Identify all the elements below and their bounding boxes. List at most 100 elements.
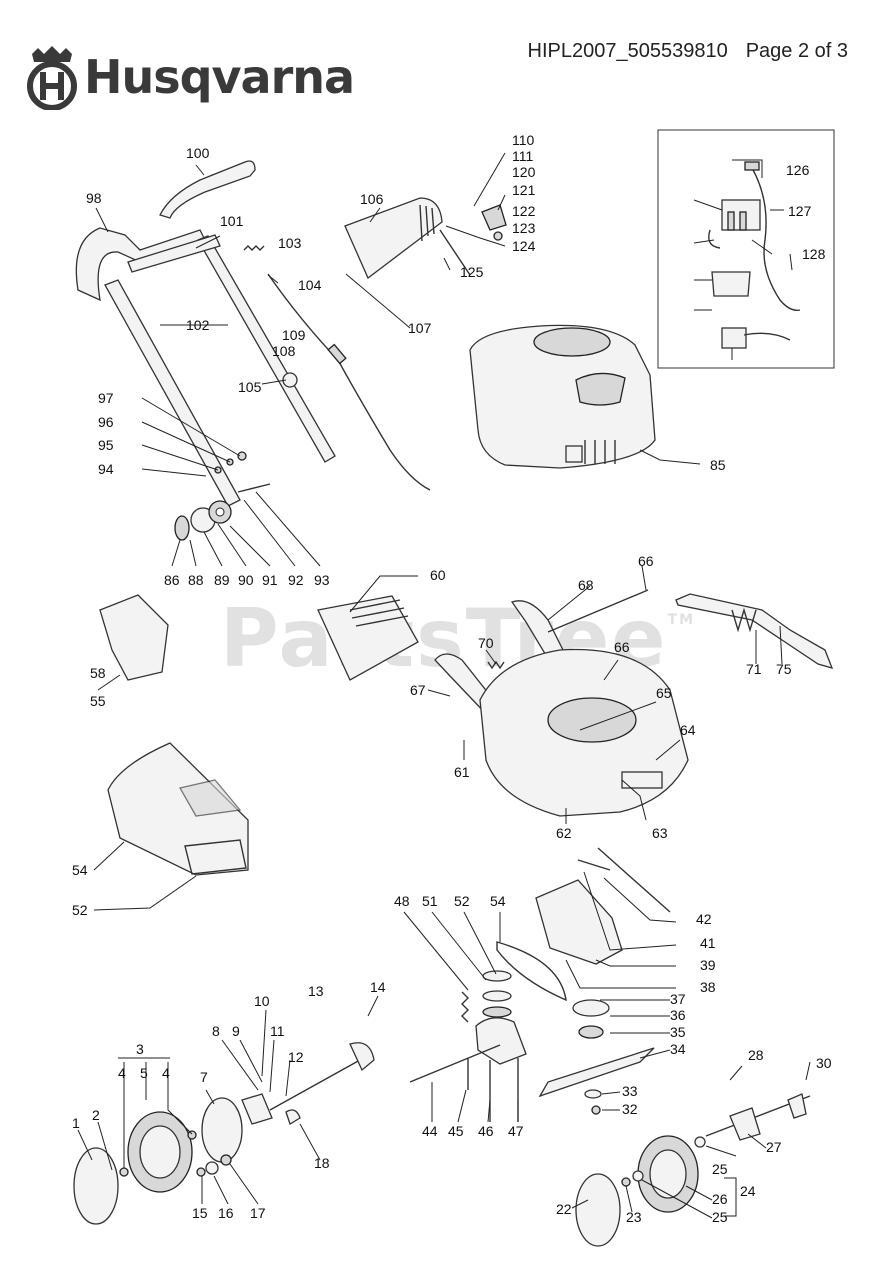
callout-30: 32 xyxy=(622,1101,638,1117)
upper-handle-bar[interactable] xyxy=(159,160,256,219)
brand-name: Husqvarna xyxy=(84,50,355,104)
callout-2: 2 xyxy=(92,1107,100,1123)
callout-106: 120 xyxy=(512,164,536,180)
callout-24-bottom: 25 xyxy=(712,1209,728,1225)
callout-83: 90 xyxy=(238,572,254,588)
clip-125[interactable] xyxy=(708,229,721,249)
mulch-plug-55[interactable] xyxy=(99,594,169,681)
mower-blade-32[interactable] xyxy=(538,1047,655,1098)
mower-deck-63[interactable] xyxy=(479,648,689,817)
husqvarna-logo: Husqvarna xyxy=(26,42,355,112)
callout-34: 36 xyxy=(670,1007,686,1023)
callout-54: 55 xyxy=(90,693,106,709)
wire-harness-121[interactable] xyxy=(744,161,801,311)
drive-gear-7[interactable] xyxy=(201,1097,243,1163)
callout-66-side: 67 xyxy=(410,682,426,698)
callout-32: 34 xyxy=(670,1041,686,1057)
bag-frame-51[interactable] xyxy=(184,839,247,875)
callout-36: 38 xyxy=(700,979,716,995)
handle-tube-right[interactable] xyxy=(197,235,336,463)
callout-46: 51 xyxy=(422,893,438,909)
callout-65: 66 xyxy=(614,639,630,655)
belt-cover-38-39[interactable] xyxy=(577,847,671,913)
callout-16: 16 xyxy=(218,1205,234,1221)
drive-belt-48[interactable] xyxy=(496,941,567,1002)
callout-101: 107 xyxy=(408,320,432,336)
rear-wheel-tire[interactable] xyxy=(637,1135,699,1213)
battery-box-124[interactable] xyxy=(721,199,761,231)
callout-48: 54 xyxy=(490,893,506,909)
callout-51: 52 xyxy=(72,902,88,918)
callout-10: 10 xyxy=(254,993,270,1009)
callout-42: 45 xyxy=(448,1123,464,1139)
transmission-gearbox[interactable] xyxy=(409,1017,527,1122)
engine-guard-100[interactable] xyxy=(344,197,443,280)
callout-41: 44 xyxy=(422,1123,438,1139)
callout-55: 58 xyxy=(90,665,106,681)
rear-wheel-hubcap-21[interactable] xyxy=(575,1173,621,1247)
throttle-cable[interactable] xyxy=(267,273,431,491)
rear-axle-27[interactable] xyxy=(705,1093,811,1141)
watermark-trademark: TM xyxy=(667,612,696,628)
front-wheel-tire[interactable] xyxy=(127,1111,193,1193)
callout-105: 111 xyxy=(512,148,533,164)
callout-110: 124 xyxy=(512,238,536,254)
battery-tray-126[interactable] xyxy=(711,271,751,297)
grass-bag-52[interactable] xyxy=(107,742,249,876)
callout-67: 68 xyxy=(578,577,594,593)
callout-21: 22 xyxy=(556,1201,572,1217)
lower-handle-left[interactable] xyxy=(75,227,206,302)
callout-111: 125 xyxy=(460,264,484,280)
callout-98: 105 xyxy=(238,379,262,395)
wheel-bearings-15-16-17[interactable] xyxy=(196,1154,232,1177)
callout-70: 71 xyxy=(746,661,762,677)
pawl-18[interactable] xyxy=(285,1109,301,1125)
pulley-stack-46-47[interactable] xyxy=(482,970,512,1018)
callout-47: 52 xyxy=(454,893,470,909)
handle-knob-assembly[interactable] xyxy=(174,500,232,541)
callout-84: 91 xyxy=(262,572,278,588)
spring-96[interactable] xyxy=(243,245,265,251)
spring-68[interactable] xyxy=(487,660,505,670)
drive-pinion-assembly[interactable] xyxy=(241,1042,375,1125)
callout-64: 65 xyxy=(656,685,672,701)
callout-96: 103 xyxy=(278,235,302,251)
callout-15: 15 xyxy=(192,1205,208,1221)
callout-121: 127 xyxy=(788,203,812,219)
callout-107: 121 xyxy=(512,182,536,198)
spring-45[interactable] xyxy=(461,991,469,1023)
callout-85: 92 xyxy=(288,572,304,588)
axle-washers-22-24[interactable] xyxy=(621,1136,706,1187)
crown-h-emblem-icon xyxy=(27,46,77,110)
front-wheel-hubcap-1[interactable] xyxy=(73,1147,119,1225)
callout-89: 95 xyxy=(98,437,114,453)
callout-28: 30 xyxy=(816,1055,832,1071)
callout-9: 9 xyxy=(232,1023,240,1039)
callout-90: 96 xyxy=(98,414,114,430)
handle-tube-left[interactable] xyxy=(104,279,241,507)
rear-handle-bar-71[interactable] xyxy=(675,593,834,669)
control-lever-assembly[interactable] xyxy=(439,204,507,276)
callout-97: 104 xyxy=(298,277,322,293)
callout-100: 106 xyxy=(360,191,384,207)
engine-75[interactable] xyxy=(469,324,656,469)
callout-5: 5 xyxy=(140,1065,148,1081)
rear-flap-58[interactable] xyxy=(317,595,419,681)
callout-103: 109 xyxy=(282,327,306,343)
handle-cross-bar[interactable] xyxy=(127,234,221,273)
wiring-kit-inset-frame xyxy=(657,129,835,369)
callout-122: 128 xyxy=(802,246,826,262)
callout-60: 61 xyxy=(454,764,470,780)
callout-23: 24 xyxy=(740,1183,756,1199)
blade-adapter-33-34[interactable] xyxy=(572,999,610,1039)
belt-guard-37[interactable] xyxy=(535,879,623,965)
callout-92: 98 xyxy=(86,190,102,206)
blade-bolt-30-31[interactable] xyxy=(584,1089,602,1115)
callout-22: 23 xyxy=(626,1209,642,1225)
callout-61: 62 xyxy=(556,825,572,841)
callout-44: 47 xyxy=(508,1123,524,1139)
callout-68: 70 xyxy=(478,635,494,651)
callout-35: 37 xyxy=(670,991,686,1007)
charger-128[interactable] xyxy=(721,327,791,349)
